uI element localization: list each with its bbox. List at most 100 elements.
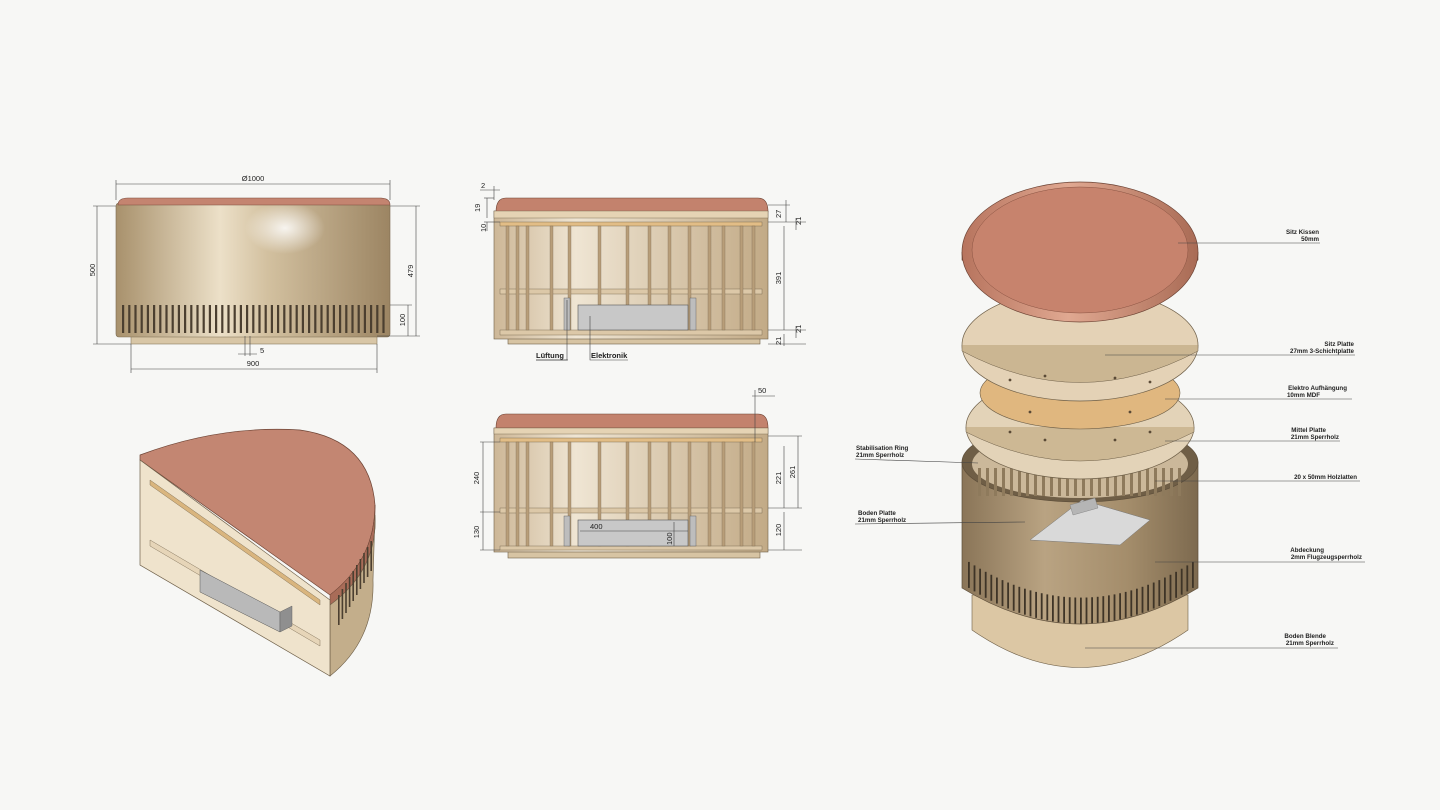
callout-spec-seat-plate: 27mm 3-Schichtplatte [1290, 348, 1355, 355]
inner-slat [1154, 468, 1157, 496]
callout-name-bottom-plate: Boden Platte [858, 510, 896, 517]
vent-slot [1130, 590, 1133, 617]
callout-spec-cover: 2mm Flugzeugsperrholz [1291, 554, 1362, 561]
dim-vent-height: 100 [398, 314, 407, 327]
callout-name-wood-slats: 20 x 50mm Holzlatten [1294, 474, 1357, 481]
screw-hole [1028, 410, 1032, 414]
callout-name-electronics-mount: Elektro Aufhängung [1288, 385, 1347, 392]
vent-slot [221, 305, 224, 333]
vent-slot [1108, 595, 1110, 622]
dim-100: 100 [665, 532, 674, 545]
inner-slat [1010, 468, 1013, 496]
section-a-bottom-plate [499, 329, 763, 336]
front-cushion-edge [117, 197, 391, 206]
callout-spec-electronics-mount: 10mm MDF [1287, 392, 1320, 399]
vent-slot [1035, 591, 1037, 618]
dim-21-mid: 21 [794, 325, 803, 333]
vent-slot [1080, 597, 1082, 624]
vent-slot [339, 305, 342, 333]
vent-slot [370, 541, 372, 571]
section-a-slats [505, 225, 756, 331]
vent-slot [984, 571, 987, 598]
screw-hole [1128, 410, 1132, 414]
vent-slot [1046, 594, 1049, 621]
exploded-callouts [854, 242, 1365, 649]
dim-50: 50 [758, 386, 766, 395]
vent-slot [1085, 597, 1088, 624]
vent-slot [1096, 596, 1099, 623]
inner-slat [1146, 468, 1149, 496]
vent-slot [270, 305, 273, 333]
vent-slot [1057, 596, 1060, 623]
vent-slot [1040, 593, 1043, 620]
section-a-mdf [499, 221, 763, 227]
vent-slot [1001, 580, 1004, 607]
vent-slot [1158, 580, 1161, 607]
screw-hole [1148, 380, 1152, 384]
dim-21-bot: 21 [774, 337, 783, 345]
slat [525, 225, 530, 331]
vent-slot [326, 305, 329, 333]
vent-slot [1068, 597, 1071, 624]
slat [739, 441, 744, 547]
vent-slot [308, 305, 311, 333]
vent-slot [184, 305, 187, 333]
vent-slot [338, 595, 340, 625]
section-view-b: 400 100 50 240 130 221 261 120 [472, 386, 802, 559]
vent-slot [134, 305, 137, 333]
callout-spec-stabilisation-ring: 21mm Sperrholz [856, 452, 904, 459]
screw-hole [1008, 430, 1012, 434]
vent-slot [227, 305, 230, 333]
vent-slot [122, 305, 125, 333]
vent-slot [357, 305, 360, 333]
vent-slot [1169, 574, 1172, 601]
inner-slat [1090, 468, 1093, 496]
vent-slot [301, 305, 304, 333]
vent-slot [363, 305, 366, 333]
vent-slot [215, 305, 218, 333]
inner-slat [1138, 468, 1141, 496]
callout-spec-bottom-plate: 21mm Sperrholz [858, 517, 906, 524]
vent-slot [1024, 588, 1026, 615]
slat [739, 225, 744, 331]
vent-slot [356, 565, 358, 595]
vent-slot [252, 305, 255, 333]
vent-slot [258, 305, 261, 333]
exploded-vent-slots [968, 561, 1194, 624]
vent-slot [1012, 584, 1015, 611]
slat [549, 441, 554, 547]
section-a-electronics-box [577, 304, 689, 331]
inner-slat [986, 468, 989, 496]
inner-slat [978, 468, 981, 496]
inner-slat [1130, 468, 1133, 496]
inner-slat [1042, 468, 1045, 496]
screw-hole [1043, 438, 1047, 442]
vent-slot [295, 305, 298, 333]
slat [515, 441, 520, 547]
vent-slot [233, 305, 236, 333]
dim-slot: 5 [260, 346, 264, 355]
inner-slat [1002, 468, 1005, 496]
vent-slot [1124, 591, 1127, 618]
dim-21-top: 21 [794, 217, 803, 225]
screw-hole [1113, 376, 1117, 380]
vent-slot [990, 574, 993, 601]
inner-slat [1066, 468, 1069, 496]
vent-slot [352, 571, 354, 601]
screw-hole [1148, 430, 1152, 434]
dim-diameter: Ø1000 [242, 174, 265, 183]
vent-slot [1063, 596, 1065, 623]
callout-spec-seat-cushion: 50mm [1301, 236, 1319, 243]
vent-slot [1141, 586, 1144, 613]
vent-slot [1136, 588, 1138, 615]
inner-slat [1050, 468, 1053, 496]
slat [515, 225, 520, 331]
dim-body-height: 479 [406, 265, 415, 278]
callout-name-seat-cushion: Sitz Kissen [1286, 229, 1319, 236]
vent-slot [146, 305, 149, 333]
vent-slot [979, 568, 981, 595]
slat [751, 441, 756, 547]
vent-slot [370, 305, 373, 333]
inner-slat [1098, 468, 1101, 496]
